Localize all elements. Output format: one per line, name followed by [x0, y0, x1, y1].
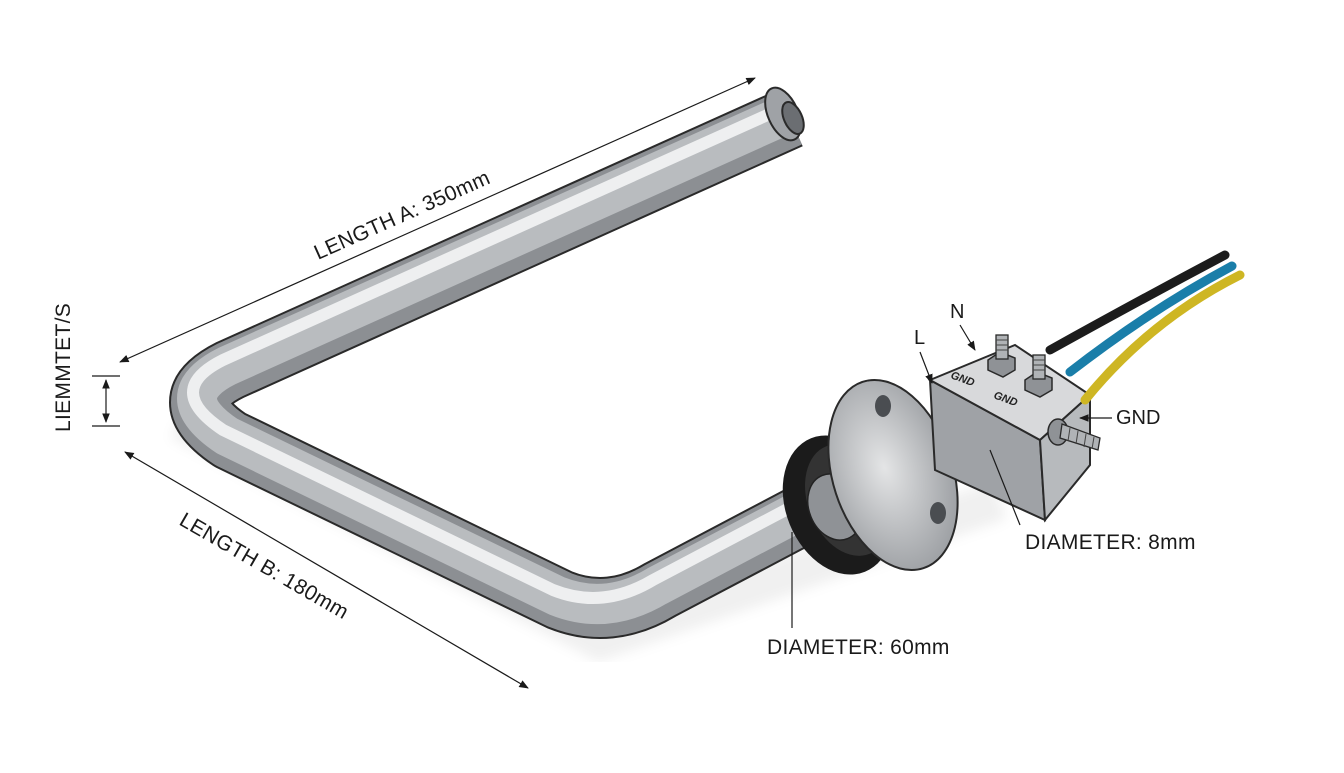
terminal-stud-l — [987, 334, 1016, 378]
length-b-dimension-line — [124, 451, 529, 689]
wire-black — [1045, 250, 1230, 355]
thickness-dimension — [92, 375, 120, 427]
diameter-tube-label: DIAMETER: 60mm — [767, 636, 950, 659]
diameter-terminal-label: DIAMETER: 8mm — [1025, 531, 1196, 554]
wire-yellow — [1080, 270, 1245, 405]
length-a-dimension-line — [119, 77, 756, 363]
terminal-housing: GND GND — [927, 343, 1092, 523]
terminal-stud-n — [1024, 354, 1053, 398]
terminal-l-leader — [919, 351, 933, 384]
heating-tube — [169, 86, 855, 639]
terminal-gnd-label: GND — [1116, 407, 1160, 429]
flange-bolt-hole — [875, 395, 891, 417]
terminal-l-label: L — [914, 327, 925, 349]
terminal-stud-gnd — [1047, 418, 1101, 451]
length-b-label: LENGTH B: 180mm — [176, 508, 353, 624]
terminal-n-label: N — [950, 301, 964, 323]
terminal-n-leader — [959, 324, 976, 351]
wire-blue — [1065, 261, 1237, 377]
diameter-terminal-leader — [989, 449, 1021, 526]
lead-wires — [1045, 250, 1245, 405]
side-label: LIEMMTET/S — [52, 303, 75, 432]
flange-bolt-hole — [930, 502, 946, 524]
